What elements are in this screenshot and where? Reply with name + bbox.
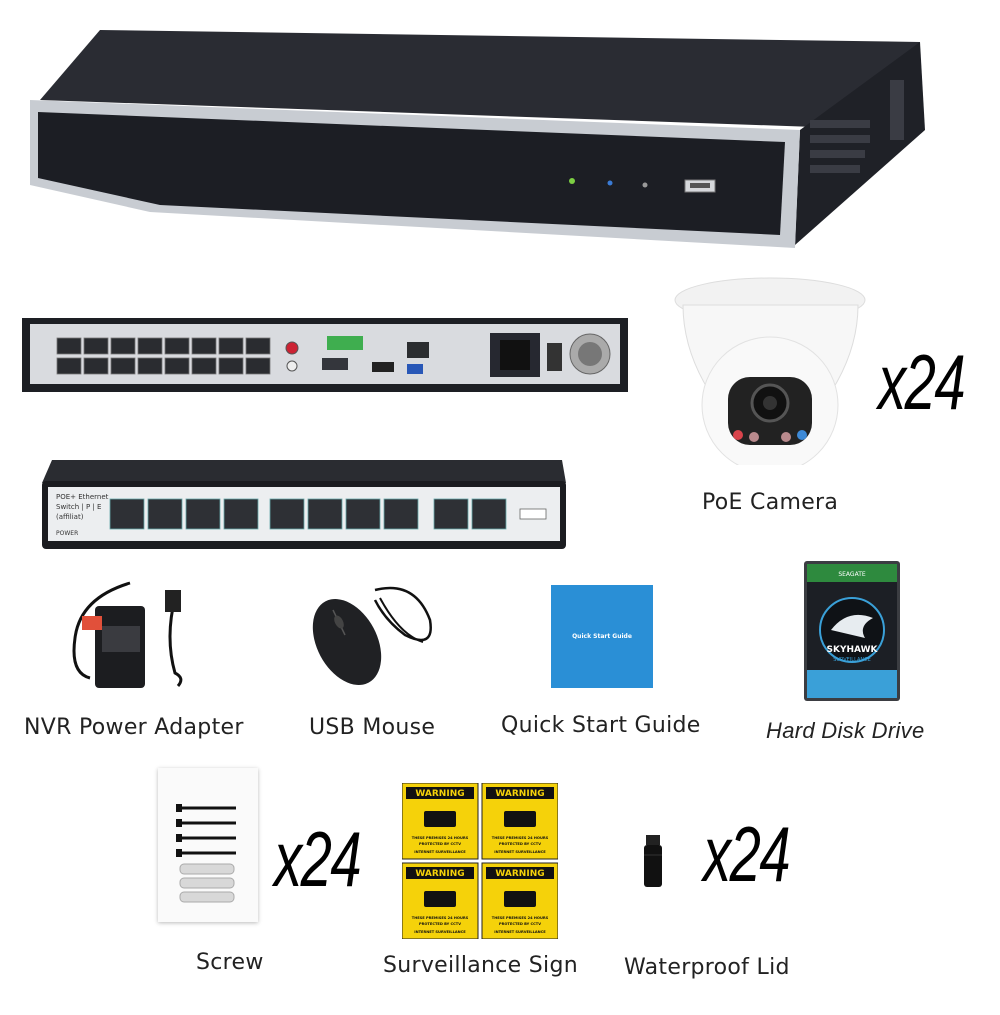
sign-line2-4: PROTECTED BY CCTV xyxy=(499,922,541,926)
sign-warning-4: WARNING xyxy=(495,869,544,879)
sign-warning-1: WARNING xyxy=(415,789,464,799)
sign-line1-1: THESE PREMISES 24 HOURS xyxy=(412,836,469,840)
sign-line3-1: INTERNET SURVEILLANCE xyxy=(414,850,466,854)
usb-mouse xyxy=(305,580,440,692)
quick-start-guide: Quick Start Guide xyxy=(551,585,653,688)
sign-line2-1: PROTECTED BY CCTV xyxy=(419,842,461,846)
guide-label: Quick Start Guide xyxy=(501,713,701,738)
switch-panel-text-3: (affiliat) xyxy=(56,513,84,521)
camera-quantity: x24 xyxy=(878,338,966,426)
sign-line3-4: INTERNET SURVEILLANCE xyxy=(494,930,546,934)
nvr-rear xyxy=(22,318,628,392)
hdd-model: SKYHAWK xyxy=(827,645,879,655)
sign-line3-2: INTERNET SURVEILLANCE xyxy=(494,850,546,854)
switch-power-text: POWER xyxy=(56,530,78,537)
sign-line1-4: THESE PREMISES 24 HOURS xyxy=(492,916,549,920)
poe-camera xyxy=(668,275,873,474)
waterproof-lid xyxy=(640,835,668,890)
surveillance-signs: WARNING WARNING WARNING WARNING THESE PR… xyxy=(401,782,559,940)
nvr-front xyxy=(20,20,930,255)
sign-line1-3: THESE PREMISES 24 HOURS xyxy=(412,916,469,920)
sign-line2-2: PROTECTED BY CCTV xyxy=(499,842,541,846)
sign-warning-3: WARNING xyxy=(415,869,464,879)
hdd-tagline: SURVEILLANCE xyxy=(833,657,871,663)
power-adapter-label: NVR Power Adapter xyxy=(24,715,244,740)
lid-label: Waterproof Lid xyxy=(624,955,790,980)
screw-pack xyxy=(158,768,258,922)
switch-panel-text-2: Switch | P | E xyxy=(56,503,101,511)
sign-line3-3: INTERNET SURVEILLANCE xyxy=(414,930,466,934)
power-adapter xyxy=(60,578,205,690)
screw-label: Screw xyxy=(196,950,264,975)
lid-quantity: x24 xyxy=(703,810,791,898)
sign-warning-2: WARNING xyxy=(495,789,544,799)
sign-line1-2: THESE PREMISES 24 HOURS xyxy=(492,836,549,840)
hdd-brand: SEAGATE xyxy=(838,571,866,578)
camera-label: PoE Camera xyxy=(702,490,839,515)
mouse-label: USB Mouse xyxy=(309,715,436,740)
guide-cover-text: Quick Start Guide xyxy=(572,633,632,640)
screw-quantity: x24 xyxy=(274,815,362,903)
hdd-label: Hard Disk Drive xyxy=(766,718,925,743)
switch-panel-text-1: POE+ Ethernet xyxy=(56,493,109,501)
sign-label: Surveillance Sign xyxy=(383,953,578,978)
hard-disk-drive: SEAGATE SKYHAWK SURVEILLANCE xyxy=(803,560,901,702)
sign-line2-3: PROTECTED BY CCTV xyxy=(419,922,461,926)
poe-switch: POE+ Ethernet Switch | P | E (affiliat) … xyxy=(42,455,568,551)
